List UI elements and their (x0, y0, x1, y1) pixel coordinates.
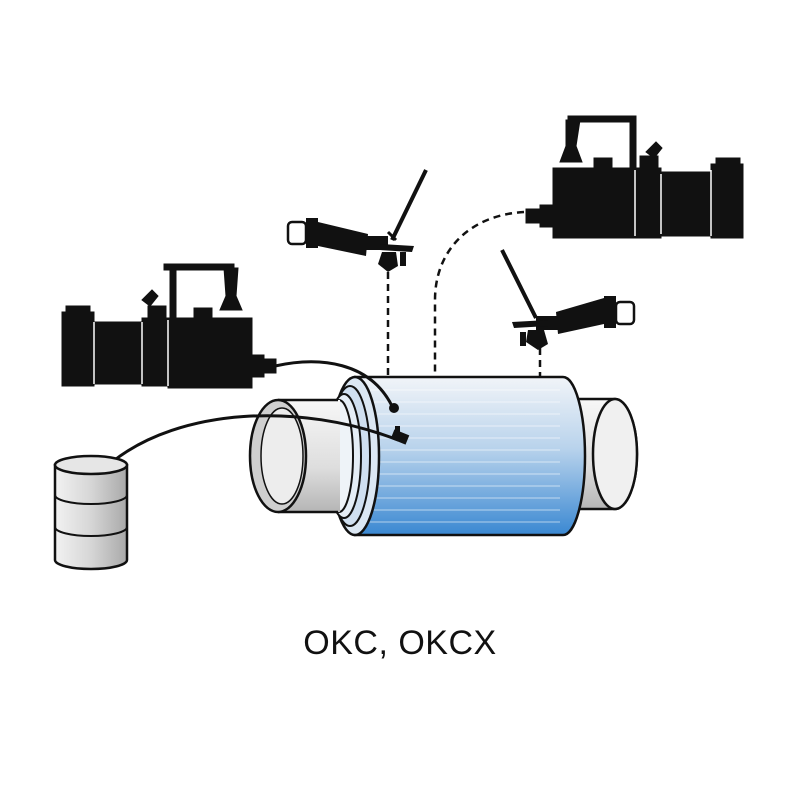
barrel-icon (53, 454, 129, 571)
injection-nozzle-icon (390, 426, 410, 445)
dashed-line-right-pump (433, 210, 525, 376)
hose-drum-to-sleeve (111, 414, 399, 464)
hose-nozzle-dot (389, 403, 399, 413)
injection-gun-icon-right (500, 249, 636, 350)
hose-pump-to-sleeve (274, 360, 394, 407)
injection-gun-icon (286, 169, 428, 272)
pump-icon-right (525, 115, 744, 239)
pump-icon (61, 263, 277, 389)
pipe-right-end (568, 397, 639, 511)
wrap-sleeve-icon (324, 375, 587, 537)
figure-caption: OKC, OKCX (303, 624, 497, 662)
pipe-icon (248, 398, 340, 514)
